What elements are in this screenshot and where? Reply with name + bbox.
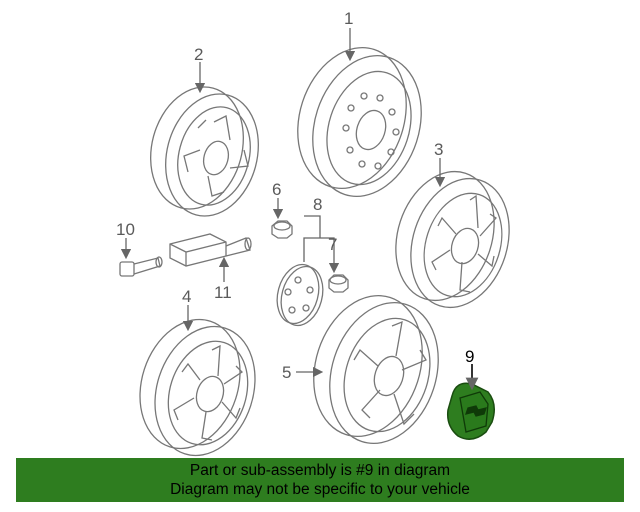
callout-11: 11 bbox=[214, 283, 232, 302]
callout-2: 2 bbox=[194, 45, 203, 64]
callout-10: 10 bbox=[116, 220, 135, 239]
banner-line-2: Diagram may not be specific to your vehi… bbox=[170, 481, 470, 498]
callout-6: 6 bbox=[272, 180, 281, 199]
diagram-note-banner: Part or sub-assembly is #9 in diagram Di… bbox=[16, 458, 624, 502]
callout-3: 3 bbox=[434, 140, 443, 159]
alloy-wheel-part-4[interactable] bbox=[124, 306, 271, 468]
banner-line-1: Part or sub-assembly is #9 in diagram bbox=[189, 462, 451, 479]
alloy-wheel-part-2[interactable] bbox=[137, 76, 271, 226]
nut-part-7[interactable] bbox=[328, 274, 349, 293]
lug-nut-part-6[interactable] bbox=[271, 220, 293, 239]
valve-stem-part-10[interactable] bbox=[119, 256, 163, 277]
hub-plate-part-8[interactable] bbox=[271, 260, 329, 330]
callout-7: 7 bbox=[328, 235, 337, 254]
callout-5: 5 bbox=[282, 363, 291, 382]
tpms-sensor-part-11[interactable] bbox=[169, 233, 252, 267]
callout-1: 1 bbox=[344, 9, 353, 28]
alloy-wheel-part-3[interactable] bbox=[380, 159, 525, 321]
center-cap-part-9[interactable] bbox=[446, 382, 495, 440]
callout-9: 9 bbox=[465, 347, 474, 366]
steel-wheel-part-1[interactable] bbox=[280, 33, 438, 210]
callout-4: 4 bbox=[182, 287, 191, 306]
alloy-wheel-part-5[interactable] bbox=[296, 281, 455, 457]
callout-8: 8 bbox=[313, 195, 322, 214]
